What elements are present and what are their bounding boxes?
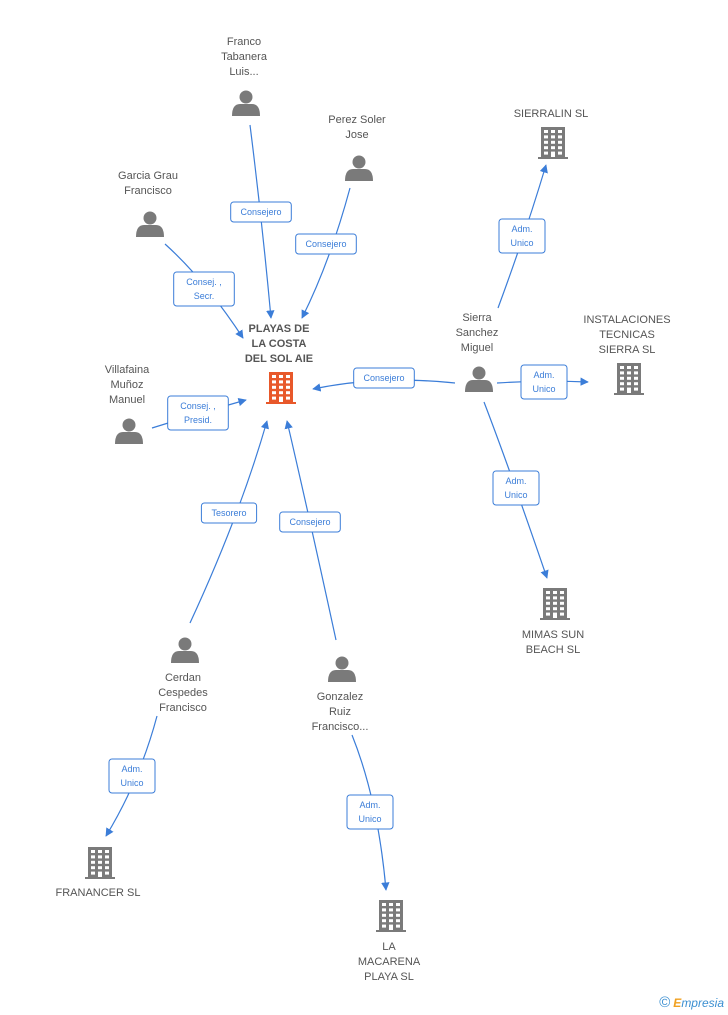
node-center[interactable]: PLAYAS DE LA COSTA DEL SOL AIE: [245, 323, 313, 404]
edge-label-text: Unico: [120, 778, 143, 788]
node-label: Cerdan: [165, 672, 201, 684]
edge-label-text: Consejero: [305, 239, 346, 249]
edge-label-text: Unico: [504, 490, 527, 500]
node-gonzalez[interactable]: GonzalezRuizFrancisco...: [312, 656, 369, 734]
node-label: LA: [382, 941, 396, 953]
company-building-icon[interactable]: [85, 847, 115, 879]
edge-label-mimas[interactable]: Adm. Unico: [492, 470, 540, 506]
edge-label-text: Secr.: [194, 291, 215, 301]
node-label: Manuel: [109, 394, 145, 406]
node-label: LA COSTA: [252, 338, 307, 350]
brand-initial: E: [673, 995, 682, 1010]
person-icon[interactable]: [232, 90, 260, 117]
person-icon[interactable]: [136, 211, 164, 238]
person-icon[interactable]: [465, 366, 493, 393]
node-label: FRANANCER SL: [56, 887, 141, 899]
node-label: Sanchez: [456, 327, 499, 339]
person-icon[interactable]: [171, 637, 199, 664]
node-label: TECNICAS: [599, 329, 655, 341]
edge-label-francer[interactable]: Adm. Unico: [108, 758, 156, 794]
node-instalaciones[interactable]: INSTALACIONES TECNICAS SIERRA SL: [583, 314, 671, 395]
person-icon[interactable]: [345, 155, 373, 182]
nodes-layer: PLAYAS DE LA COSTA DEL SOL AIE FrancoTabane…: [56, 36, 671, 983]
edge-label-garcia[interactable]: Consej. , Secr.: [173, 271, 235, 307]
node-label: Cespedes: [158, 687, 208, 699]
node-label: Muñoz: [110, 379, 143, 391]
edge-label-text: Tesorero: [211, 508, 246, 518]
node-label: Gonzalez: [317, 691, 363, 703]
edge-label-text: Consejero: [363, 373, 404, 383]
node-label: Ruiz: [329, 706, 351, 718]
center-company-building-icon[interactable]: [266, 372, 296, 404]
node-label: Garcia Grau: [118, 170, 178, 182]
edge-label-gonzalez[interactable]: Consejero: [279, 511, 341, 533]
node-label: Tabanera: [221, 51, 268, 63]
node-label: MIMAS SUN: [522, 629, 584, 641]
node-label: DEL SOL AIE: [245, 353, 313, 365]
brand-name: mpresia: [681, 995, 724, 1010]
edge-label-villafaina[interactable]: Consej. , Presid.: [167, 395, 229, 431]
edge-label-franco[interactable]: Consejero: [230, 201, 292, 223]
edge-label-text: Adm.: [121, 764, 142, 774]
footer-brand[interactable]: © Empresia: [659, 994, 724, 1011]
person-icon[interactable]: [115, 418, 143, 445]
node-label: Miguel: [461, 342, 493, 354]
node-label: PLAYAS DE: [249, 323, 310, 335]
node-label: SIERRA SL: [599, 344, 656, 356]
edge-label-text: Presid.: [184, 415, 212, 425]
node-franco[interactable]: FrancoTabaneraLuis...: [221, 36, 268, 116]
edge-label-cerdan[interactable]: Tesorero: [200, 502, 258, 524]
edge-label-macarena[interactable]: Adm. Unico: [346, 794, 394, 830]
copyright-icon: ©: [659, 994, 671, 1011]
node-label: PLAYA SL: [364, 971, 414, 983]
edge-label-text: Unico: [358, 814, 381, 824]
node-label: MACARENA: [358, 956, 421, 968]
node-label: INSTALACIONES: [583, 314, 670, 326]
company-building-icon[interactable]: [540, 588, 570, 620]
node-label: Francisco: [159, 702, 207, 714]
node-label: SIERRALIN SL: [514, 108, 589, 120]
node-label: Francisco: [124, 185, 172, 197]
edge-label-perez[interactable]: Consejero: [295, 233, 357, 255]
edge-label-sierralin[interactable]: Adm. Unico: [498, 218, 546, 254]
edge-label-text: Adm.: [511, 224, 532, 234]
person-icon[interactable]: [328, 656, 356, 683]
node-label: Francisco...: [312, 721, 369, 733]
edge-label-text: Unico: [510, 238, 533, 248]
company-building-icon[interactable]: [538, 127, 568, 159]
node-label: Luis...: [229, 66, 258, 78]
edge-label-text: Consejero: [289, 517, 330, 527]
node-label: Jose: [345, 129, 368, 141]
node-label: BEACH SL: [526, 644, 580, 656]
company-building-icon[interactable]: [614, 363, 644, 395]
company-building-icon[interactable]: [376, 900, 406, 932]
node-label: Sierra: [462, 312, 492, 324]
edge-label-instalaciones[interactable]: Adm. Unico: [520, 364, 568, 400]
node-macarena[interactable]: LA MACARENA PLAYA SL: [358, 900, 421, 983]
node-label: Franco: [227, 36, 261, 48]
edge-label-sierra[interactable]: Consejero: [353, 367, 415, 389]
edge-label-text: Consejero: [240, 207, 281, 217]
node-francer[interactable]: FRANANCER SL: [56, 847, 141, 899]
edge-label-text: Consej. ,: [186, 277, 222, 287]
edge-label-text: Adm.: [533, 370, 554, 380]
edge-label-text: Adm.: [359, 800, 380, 810]
node-mimas[interactable]: MIMAS SUN BEACH SL: [522, 588, 584, 656]
edge-label-text: Unico: [532, 384, 555, 394]
node-sierralin[interactable]: SIERRALIN SL: [514, 108, 589, 159]
edge-perez-to-center[interactable]: [301, 187, 351, 319]
node-label: Perez Soler: [328, 114, 386, 126]
node-label: Villafaina: [105, 364, 150, 376]
edge-label-text: Adm.: [505, 476, 526, 486]
edge-label-text: Consej. ,: [180, 401, 216, 411]
